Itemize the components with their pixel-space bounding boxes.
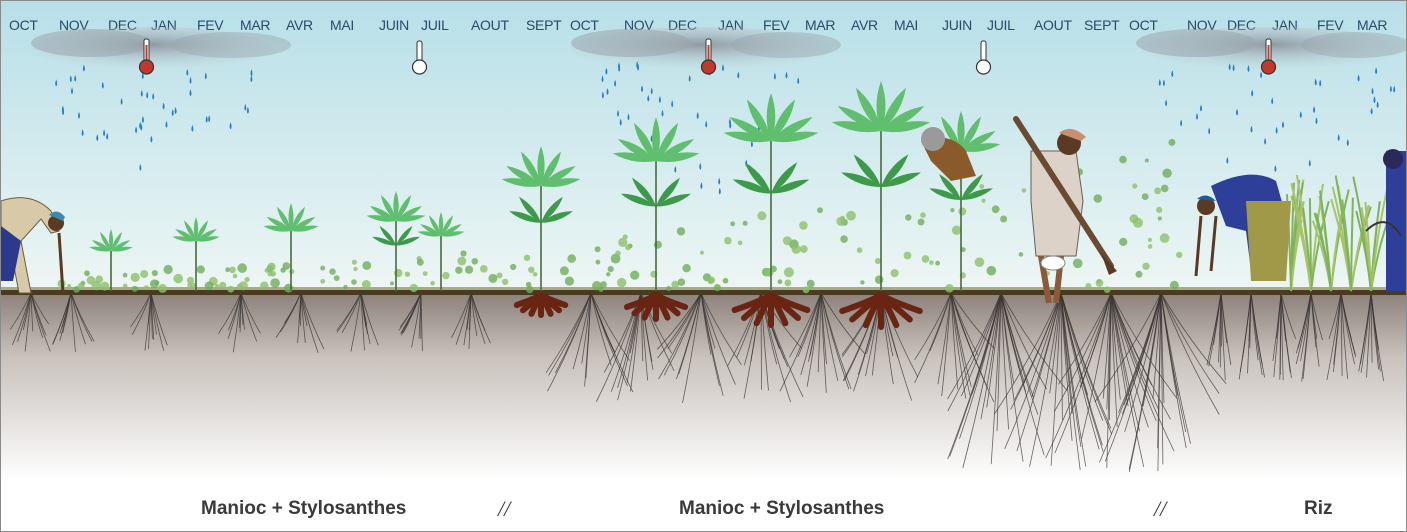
thermometer-hot-icon — [1260, 38, 1277, 75]
month-label: OCT — [570, 17, 599, 33]
month-label: AVR — [286, 17, 313, 33]
farmer-icon — [1365, 149, 1406, 291]
month-label: MAI — [330, 17, 354, 33]
month-label: SEPT — [526, 17, 562, 33]
month-label: FEV — [763, 17, 790, 33]
month-label: NOV — [1187, 17, 1217, 33]
rain-cloud-icon — [571, 27, 841, 71]
month-label: MAR — [805, 17, 835, 33]
thermometer-cool-icon — [411, 40, 428, 75]
phase-3-caption: Riz — [1304, 498, 1333, 519]
month-label: JUIL — [421, 17, 449, 33]
month-label: OCT — [1129, 17, 1158, 33]
thermometer-hot-icon — [700, 38, 717, 75]
farmer-icon — [921, 127, 976, 181]
farmer-icon — [1, 197, 65, 294]
soil-background — [1, 291, 1406, 481]
phase-separator-1: // — [498, 496, 511, 521]
farmer-icon — [1194, 174, 1291, 281]
caption-band — [1, 479, 1406, 531]
month-label: SEPT — [1084, 17, 1120, 33]
farmer-icon — [1013, 116, 1117, 304]
month-label: JUIN — [942, 17, 972, 33]
phase-separator-2: // — [1154, 496, 1167, 521]
rice-plant-icon — [1286, 174, 1392, 292]
month-label: FEV — [197, 17, 224, 33]
month-label: MAR — [240, 17, 270, 33]
soil-surface — [1, 290, 1406, 295]
month-label: OCT — [9, 17, 38, 33]
month-label: JUIL — [987, 17, 1015, 33]
month-label: NOV — [59, 17, 89, 33]
mulch-layer — [1, 287, 1406, 290]
month-label: AOUT — [1034, 17, 1072, 33]
month-label: JUIN — [379, 17, 409, 33]
month-label: AOUT — [471, 17, 509, 33]
rain-cloud-icon — [31, 27, 291, 71]
month-label: AVR — [851, 17, 878, 33]
thermometer-cool-icon — [975, 40, 992, 75]
month-label: MAR — [1357, 17, 1387, 33]
phase-2-caption: Manioc + Stylosanthes — [679, 498, 885, 519]
phase-1-caption: Manioc + Stylosanthes — [201, 498, 407, 519]
thermometer-hot-icon — [138, 38, 155, 75]
cassava-tuber-icon — [513, 292, 923, 330]
month-label: MAI — [894, 17, 918, 33]
cassava-plant-icon — [89, 81, 1001, 291]
rain-drops — [55, 61, 1396, 208]
